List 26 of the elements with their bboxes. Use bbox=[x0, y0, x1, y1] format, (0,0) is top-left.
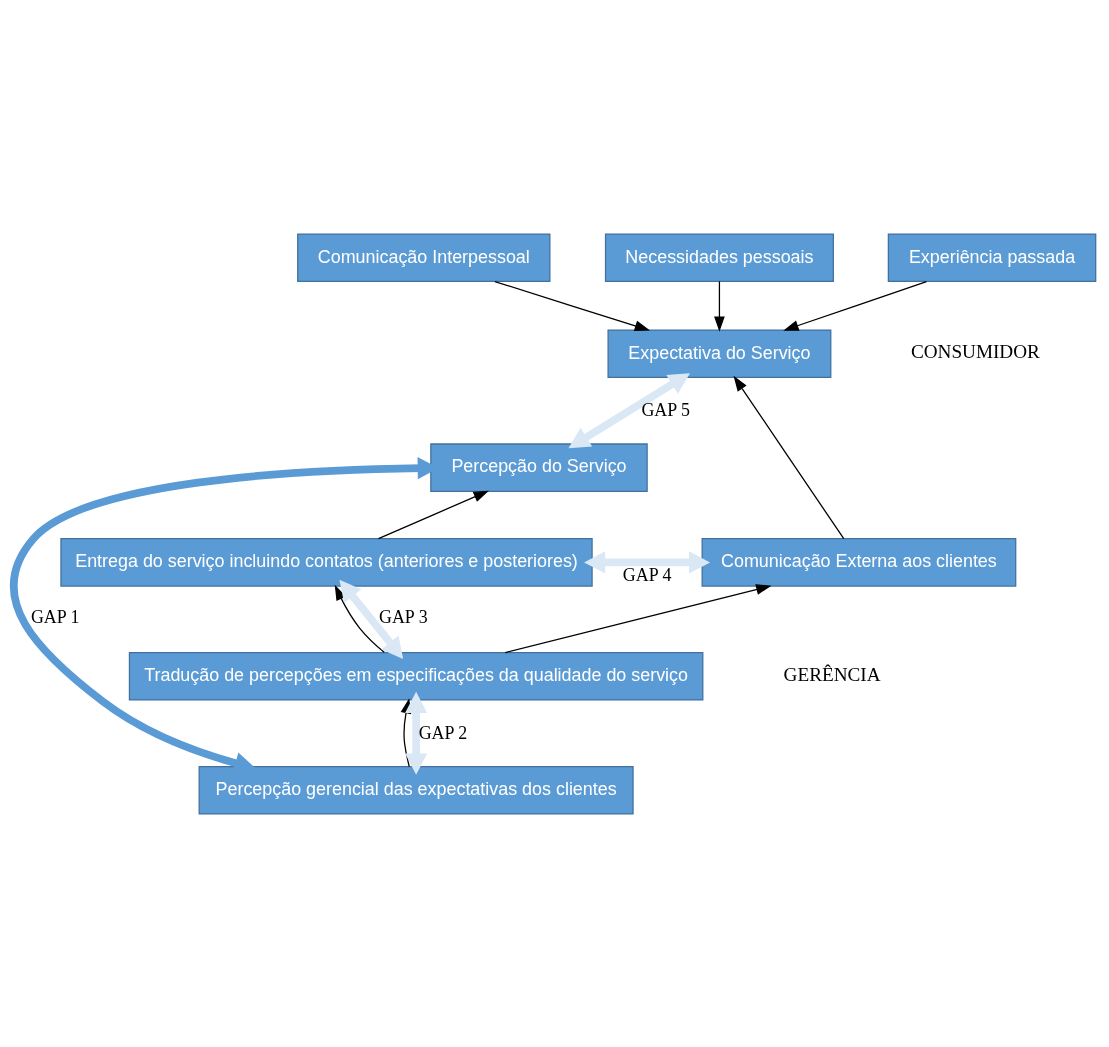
arrow bbox=[339, 579, 404, 659]
node-box: Comunicação Externa aos clientes bbox=[701, 537, 1017, 587]
node-box: Experiência passada bbox=[887, 233, 1097, 282]
edge-label: GAP 1 bbox=[30, 606, 80, 627]
arrow bbox=[568, 372, 690, 448]
node-box: Necessidades pessoais bbox=[604, 233, 834, 282]
label: GERÊNCIA bbox=[783, 663, 881, 685]
arrow bbox=[584, 550, 711, 573]
node-box: Comunicação Interpessoal bbox=[297, 233, 551, 282]
node-box: Percepção gerencial das expectativas dos clientes bbox=[198, 765, 634, 814]
edge-label: GAP 2 bbox=[418, 722, 468, 743]
node-box: Percepção do Serviço bbox=[430, 442, 648, 492]
arrow bbox=[377, 490, 489, 539]
arrow bbox=[504, 583, 772, 653]
arrow bbox=[733, 375, 845, 539]
arrow bbox=[405, 691, 428, 775]
edge-label: GAP 5 bbox=[641, 399, 690, 420]
node-box: Expectativa do Serviço bbox=[607, 328, 832, 378]
arrow bbox=[494, 280, 651, 331]
edge-label: GAP 3 bbox=[379, 606, 428, 627]
arrow bbox=[783, 280, 928, 331]
node-box: Entrega do serviço incluindo contatos (anteriores e posteriores) bbox=[60, 537, 593, 587]
arrow bbox=[714, 280, 725, 332]
edge-label: GAP 4 bbox=[622, 564, 672, 585]
node-box: Tradução de percepções em especificações da qualidade do serviço bbox=[128, 651, 704, 701]
label: CONSUMIDOR bbox=[910, 340, 1040, 362]
